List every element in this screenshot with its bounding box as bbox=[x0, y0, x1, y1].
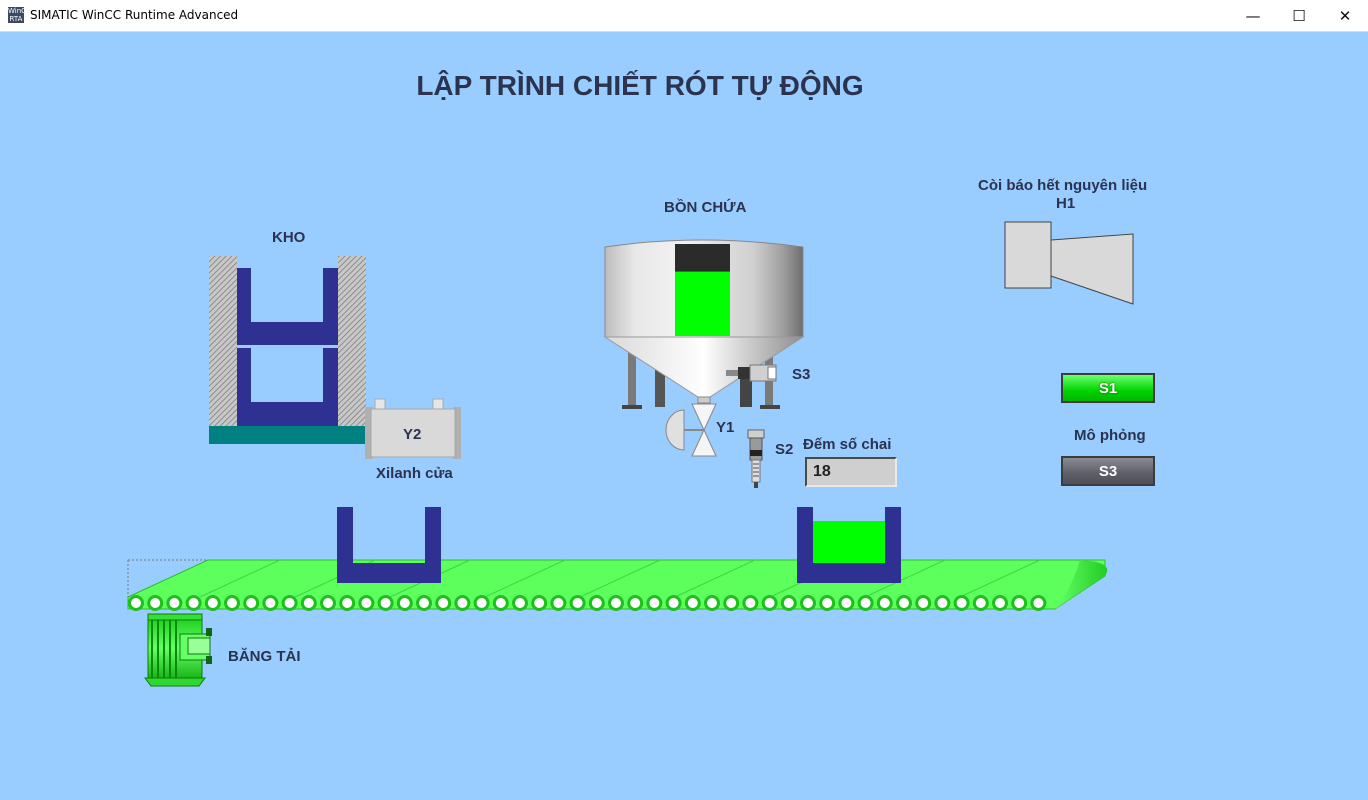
belt-roller bbox=[185, 595, 202, 611]
alarm-label: Còi báo hết nguyên liệu bbox=[978, 177, 1148, 194]
belt-roller bbox=[224, 595, 240, 611]
minimize-button[interactable]: — bbox=[1245, 6, 1261, 25]
belt-roller bbox=[953, 595, 970, 611]
maximize-button[interactable]: ☐ bbox=[1292, 6, 1306, 25]
belt-roller bbox=[454, 595, 471, 611]
belt-roller bbox=[243, 595, 260, 611]
belt-roller bbox=[780, 595, 797, 611]
alarm-horn-icon bbox=[1004, 221, 1134, 305]
belt-roller bbox=[396, 595, 413, 611]
belt-roller bbox=[1030, 595, 1047, 611]
hmi-screen: LẬP TRÌNH CHIẾT RÓT TỰ ĐỘNG KHO Y2 Xilan… bbox=[0, 32, 1368, 800]
belt-roller bbox=[819, 595, 836, 611]
belt-roller bbox=[262, 595, 279, 611]
bottle-count-display: 18 bbox=[805, 457, 897, 487]
belt-roller bbox=[512, 595, 528, 611]
valve-y1 bbox=[665, 403, 717, 457]
window-title: SIMATIC WinCC Runtime Advanced bbox=[30, 8, 239, 22]
cylinder-y2-label: Y2 bbox=[403, 426, 422, 443]
belt-roller bbox=[588, 595, 605, 611]
belt-roller bbox=[473, 595, 490, 611]
door-cylinder-label: Xilanh cửa bbox=[376, 465, 453, 482]
tank-label: BỒN CHỨA bbox=[664, 199, 747, 216]
belt-stripe bbox=[864, 559, 946, 598]
empty-bottle bbox=[337, 507, 441, 583]
belt-roller bbox=[934, 595, 951, 611]
tank-level-fill bbox=[675, 271, 730, 336]
belt-roller bbox=[339, 595, 356, 611]
belt-roller bbox=[492, 595, 509, 611]
conveyor-belt bbox=[127, 559, 1108, 611]
belt-roller bbox=[876, 595, 893, 611]
belt-roller bbox=[972, 595, 989, 611]
belt-roller bbox=[915, 595, 932, 611]
belt-roller bbox=[550, 595, 567, 611]
belt-stripe bbox=[579, 559, 661, 598]
belt-roller bbox=[128, 595, 144, 611]
door-cylinder-y2 bbox=[365, 398, 461, 459]
bottle-count-label: Đếm số chai bbox=[803, 436, 892, 453]
belt-roller bbox=[684, 595, 701, 611]
belt-roller bbox=[665, 595, 682, 611]
page-title: LẬP TRÌNH CHIẾT RÓT TỰ ĐỘNG bbox=[416, 70, 864, 101]
wincc-app-icon: WinCC RTA bbox=[8, 7, 31, 23]
belt-roller bbox=[569, 595, 586, 611]
s1-button[interactable]: S1 bbox=[1061, 373, 1155, 403]
window-titlebar: WinCC RTA SIMATIC WinCC Runtime Advanced… bbox=[0, 0, 1368, 32]
belt-stripe bbox=[959, 559, 1041, 598]
belt-roller bbox=[608, 595, 624, 611]
belt-stripe bbox=[484, 559, 566, 598]
storage-magazine bbox=[209, 256, 366, 444]
belt-roller bbox=[800, 595, 816, 611]
belt-roller bbox=[857, 595, 874, 611]
sensor-s2-label: S2 bbox=[775, 441, 794, 458]
storage-label: KHO bbox=[272, 229, 306, 246]
belt-roller bbox=[646, 595, 663, 611]
sensor-s3-label: S3 bbox=[792, 366, 811, 383]
belt-roller bbox=[358, 595, 375, 611]
belt-roller bbox=[896, 595, 912, 611]
bottle-fill-level bbox=[813, 521, 885, 563]
belt-roller bbox=[416, 595, 432, 611]
s3-button[interactable]: S3 bbox=[1061, 456, 1155, 486]
belt-roller bbox=[531, 595, 548, 611]
belt-roller bbox=[204, 595, 221, 611]
filled-bottle bbox=[797, 507, 901, 583]
belt-roller bbox=[704, 595, 720, 611]
level-sensor-s3 bbox=[726, 364, 777, 382]
bottle-sensor-s2 bbox=[747, 429, 765, 488]
conveyor-label: BĂNG TẢI bbox=[228, 648, 301, 665]
belt-roller bbox=[320, 595, 336, 611]
simulation-label: Mô phỏng bbox=[1074, 427, 1146, 444]
close-button[interactable]: ✕ bbox=[1338, 6, 1352, 25]
belt-roller bbox=[723, 595, 740, 611]
belt-roller bbox=[166, 595, 183, 611]
belt-roller bbox=[435, 595, 452, 611]
belt-roller bbox=[761, 595, 778, 611]
valve-y1-label: Y1 bbox=[716, 419, 735, 436]
belt-stripe bbox=[199, 559, 281, 598]
belt-roller bbox=[300, 595, 317, 611]
belt-stripe bbox=[674, 559, 756, 598]
belt-roller bbox=[1011, 595, 1028, 611]
alarm-h1-label: H1 bbox=[1056, 195, 1076, 212]
belt-roller bbox=[992, 595, 1008, 611]
conveyor-motor-icon bbox=[144, 613, 212, 687]
belt-roller bbox=[627, 595, 644, 611]
belt-roller bbox=[281, 595, 298, 611]
belt-roller bbox=[377, 595, 394, 611]
belt-roller bbox=[742, 595, 759, 611]
belt-roller bbox=[838, 595, 855, 611]
belt-roller bbox=[147, 595, 164, 611]
